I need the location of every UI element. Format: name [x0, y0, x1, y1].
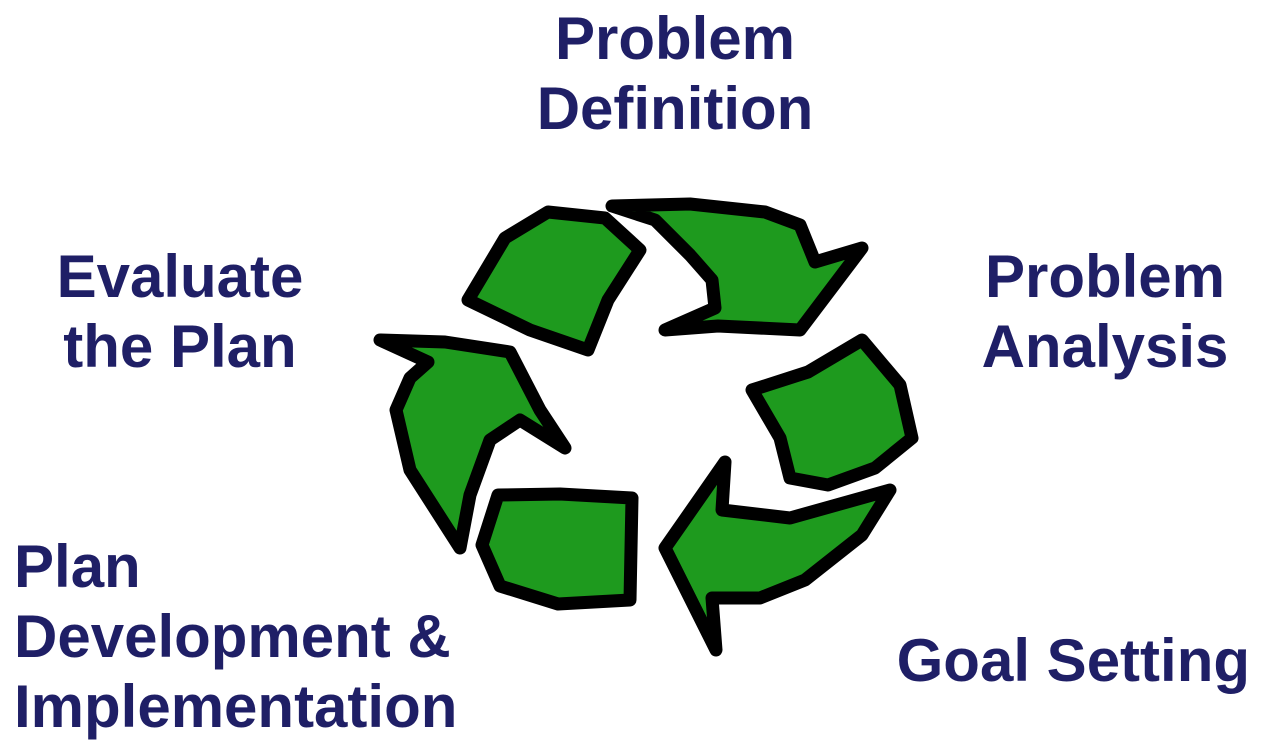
step-plan-development-line-1: Plan — [14, 533, 141, 600]
cycle-arrow-bottom-right — [658, 455, 897, 657]
step-goal-setting: Goal Setting — [840, 626, 1250, 696]
step-plan-development-line-2: Development & — [14, 603, 451, 670]
step-plan-development-line-3: Implementation — [14, 673, 458, 740]
cycle-arrow-left — [373, 333, 572, 555]
step-problem-analysis-line-2: Analysis — [981, 313, 1229, 380]
step-evaluate-plan-line-2: the Plan — [63, 313, 297, 380]
step-problem-analysis-line-1: Problem — [984, 243, 1226, 310]
cycle-segment-right — [745, 333, 919, 492]
step-problem-definition-line-1: Problem — [554, 5, 796, 72]
step-evaluate-plan-line-1: Evaluate — [56, 243, 304, 310]
cycle-segment-bottom — [475, 487, 639, 611]
cycle-arrow-top-right — [605, 197, 869, 337]
step-plan-development: Plan Development & Implementation — [14, 532, 494, 742]
step-problem-definition-line-2: Definition — [536, 75, 814, 142]
step-problem-analysis: Problem Analysis — [950, 242, 1260, 382]
step-evaluate-plan: Evaluate the Plan — [30, 242, 330, 382]
cycle-segment-top-left — [461, 205, 647, 357]
step-goal-setting-line-1: Goal Setting — [896, 627, 1250, 694]
step-problem-definition: Problem Definition — [470, 4, 880, 144]
